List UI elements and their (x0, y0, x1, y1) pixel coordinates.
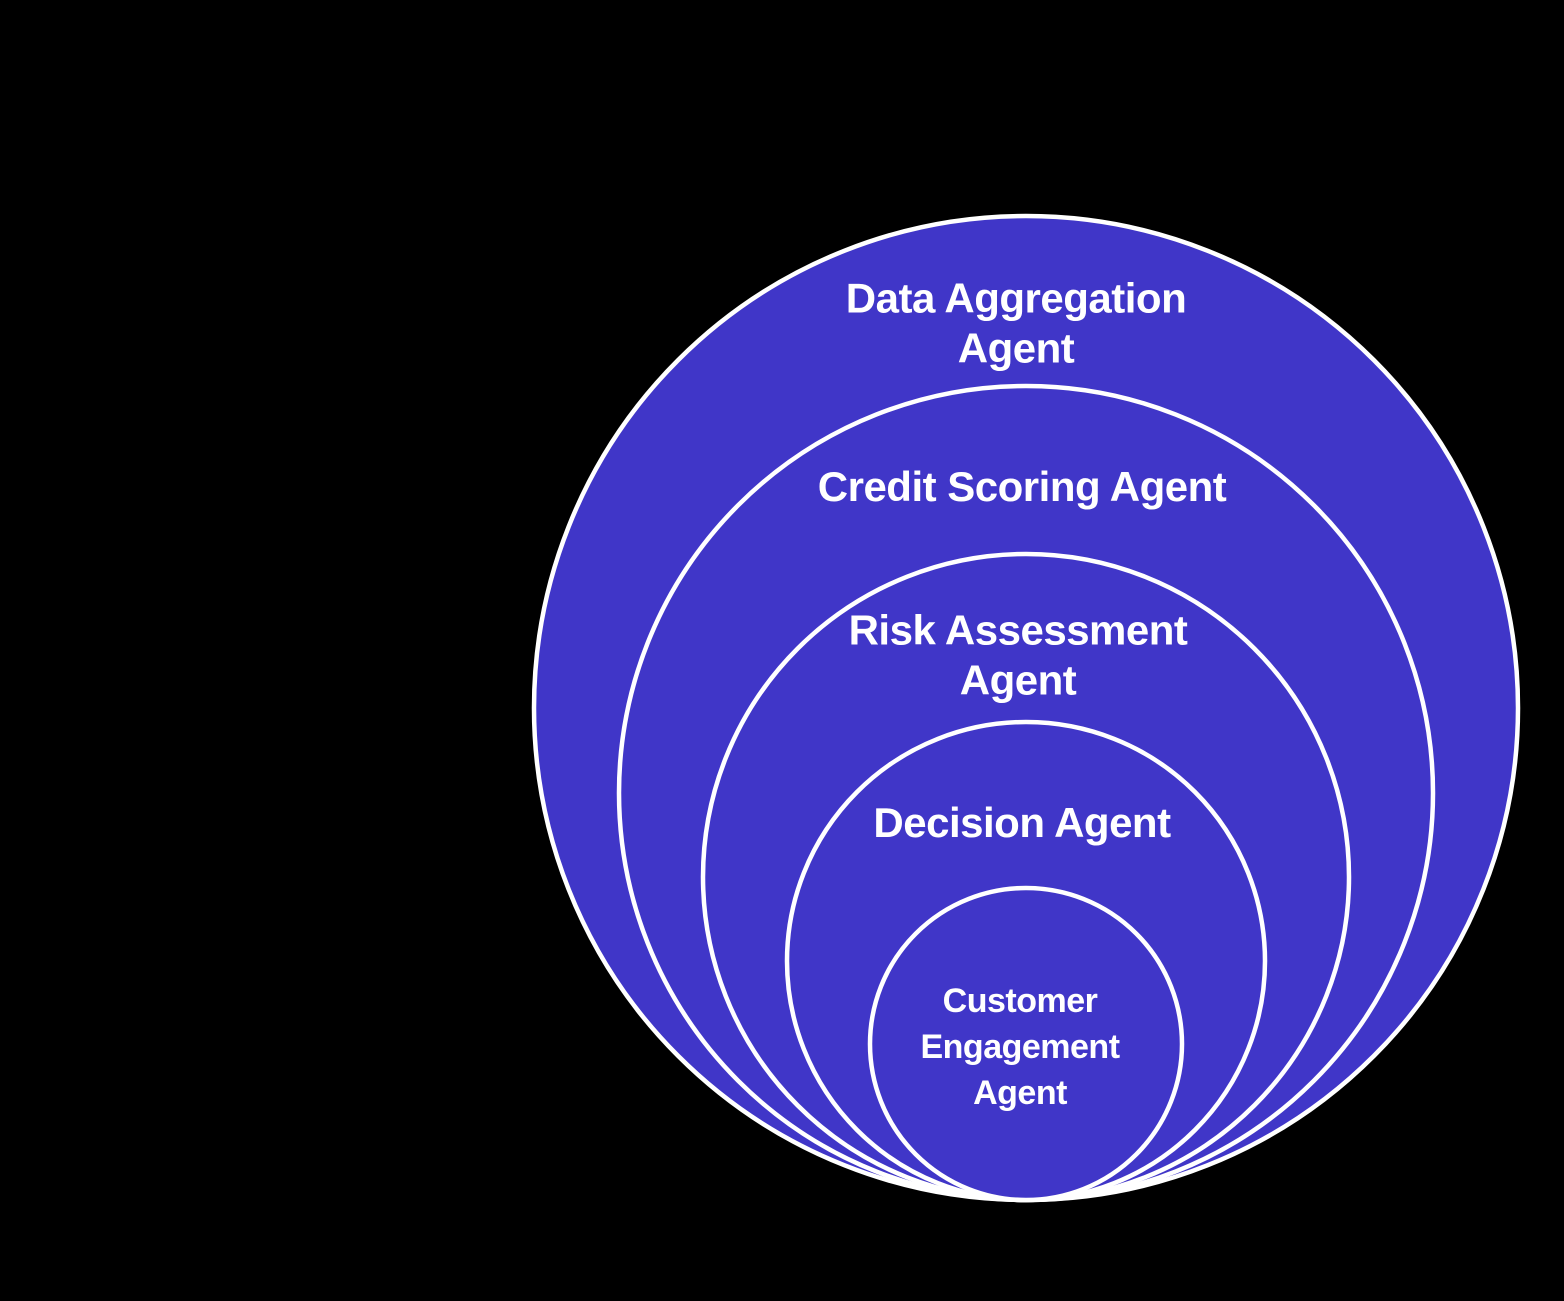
ring-circle-customer-engagement-agent (867, 885, 1185, 1203)
